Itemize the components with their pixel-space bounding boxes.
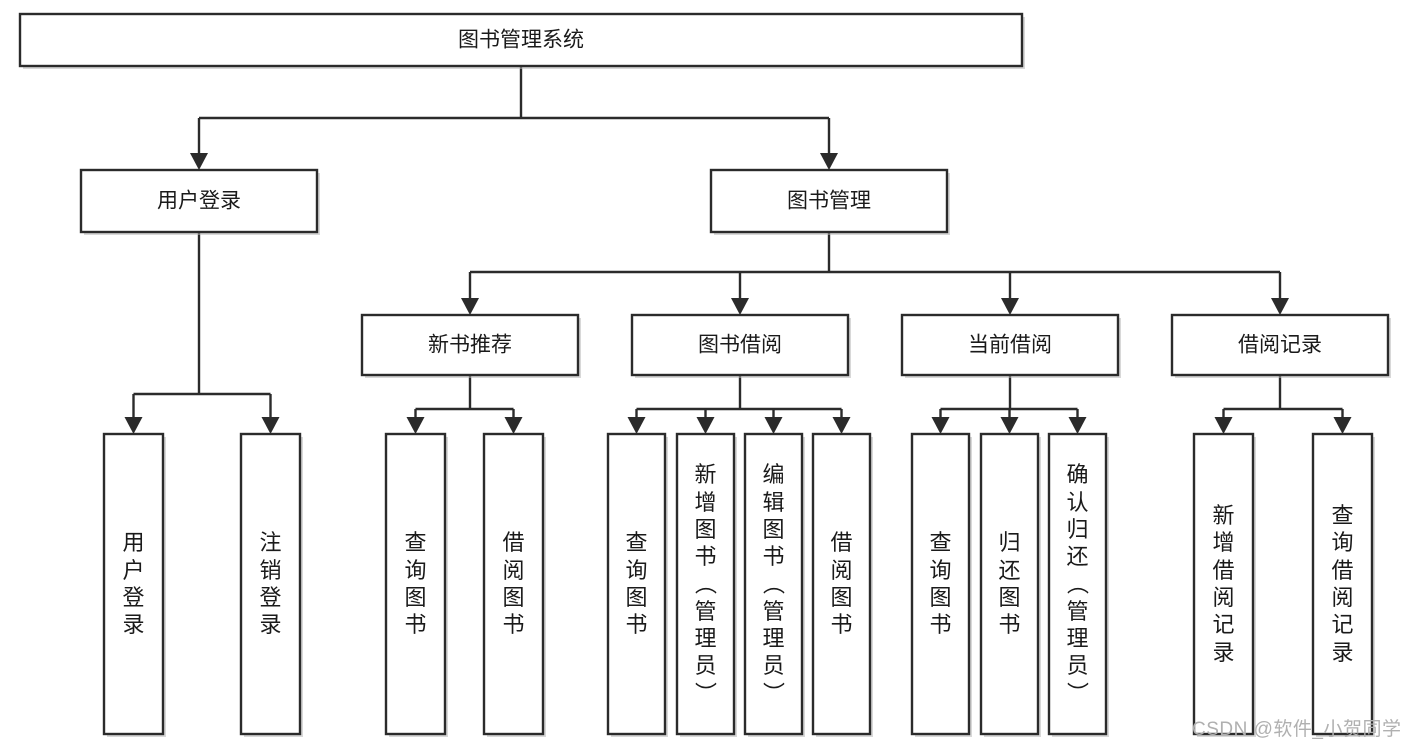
node-leaf-confirm-return[interactable] [1047, 432, 1108, 736]
node-leaf-edit-book[interactable] [743, 432, 804, 736]
connector-layer [124, 66, 1352, 434]
node-user-login-label: 用户登录 [157, 190, 241, 213]
book-manage-to-level2-arrow-2 [1001, 298, 1019, 315]
node-new-book-recommend-label: 新书推荐 [428, 334, 512, 357]
root-to-level1-arrow-0 [190, 153, 208, 170]
node-new-book-recommend[interactable] [360, 313, 580, 377]
node-book-borrow[interactable] [630, 313, 850, 377]
node-leaf-query-record[interactable] [1311, 432, 1374, 736]
node-user-login[interactable] [79, 168, 319, 234]
node-box-layer [18, 12, 1391, 737]
book-borrow-to-leaves-arrow-1 [696, 417, 715, 434]
node-leaf-user-login[interactable] [102, 432, 165, 736]
node-leaf-user-logout[interactable] [239, 432, 302, 736]
node-book-manage[interactable] [709, 168, 949, 234]
node-leaf-query-book-3[interactable] [910, 432, 971, 736]
node-leaf-borrow-book-2[interactable] [811, 432, 872, 736]
node-borrow-record[interactable] [1170, 313, 1390, 377]
book-manage-to-level2-arrow-0 [461, 298, 479, 315]
user-login-to-leaves-arrow-1 [261, 417, 280, 434]
node-root-label: 图书管理系统 [458, 29, 584, 52]
current-borrow-to-leaves-arrow-2 [1068, 417, 1087, 434]
current-borrow-to-leaves-arrow-0 [931, 417, 950, 434]
book-borrow-to-leaves-arrow-2 [764, 417, 783, 434]
node-leaf-query-book-2[interactable] [606, 432, 667, 736]
node-current-borrow[interactable] [900, 313, 1120, 377]
user-login-to-leaves-arrow-0 [124, 417, 143, 434]
node-leaf-add-record[interactable] [1192, 432, 1255, 736]
new-book-to-leaves-arrow-1 [504, 417, 523, 434]
node-borrow-record-label: 借阅记录 [1238, 334, 1322, 357]
node-leaf-query-book-1[interactable] [384, 432, 447, 736]
book-borrow-to-leaves-arrow-3 [832, 417, 851, 434]
node-leaf-add-book[interactable] [675, 432, 736, 736]
book-borrow-to-leaves-arrow-0 [627, 417, 646, 434]
node-leaf-return-book[interactable] [979, 432, 1040, 736]
current-borrow-to-leaves-arrow-1 [1000, 417, 1019, 434]
node-root[interactable] [18, 12, 1024, 68]
node-book-manage-label: 图书管理 [787, 190, 871, 213]
borrow-record-to-leaves-arrow-1 [1333, 417, 1352, 434]
book-manage-to-level2-arrow-1 [731, 298, 749, 315]
root-to-level1-arrow-1 [820, 153, 838, 170]
node-leaf-borrow-book-1[interactable] [482, 432, 545, 736]
new-book-to-leaves-arrow-0 [406, 417, 425, 434]
book-manage-to-level2-arrow-3 [1271, 298, 1289, 315]
node-current-borrow-label: 当前借阅 [968, 334, 1052, 357]
node-book-borrow-label: 图书借阅 [698, 334, 782, 357]
borrow-record-to-leaves-arrow-0 [1214, 417, 1233, 434]
